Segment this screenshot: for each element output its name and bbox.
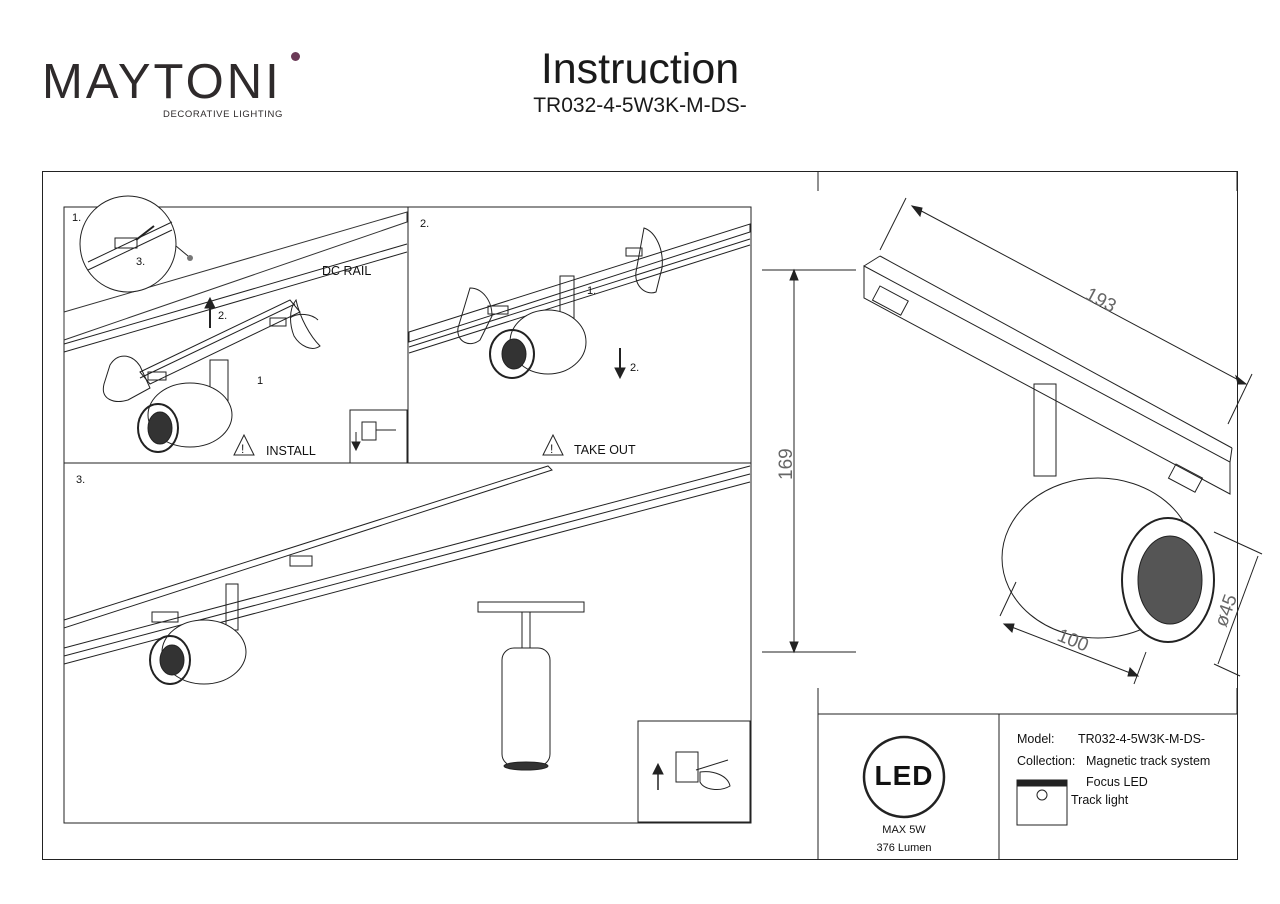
collection-label: Collection: xyxy=(1017,754,1076,768)
dc-rail-label: DC RAIL xyxy=(322,264,372,278)
warning-exclamation-install: ! xyxy=(241,442,244,456)
brand-logo: MAYTONI xyxy=(42,55,282,109)
step1-callout-2: 2. xyxy=(218,310,228,322)
step3-drawing xyxy=(63,465,751,771)
dimension-drawing xyxy=(762,197,1263,685)
warning-exclamation-takeout: ! xyxy=(550,442,553,456)
warning-icon-install xyxy=(233,433,255,456)
dimension-diameter: ø45 xyxy=(1211,592,1242,630)
type-value: Track light xyxy=(1071,793,1129,807)
led-power: MAX 5W xyxy=(882,824,926,836)
step2-callout-2: 2. xyxy=(630,362,640,374)
led-badge-circle xyxy=(862,735,946,819)
brand-logo-dot xyxy=(291,52,300,61)
detail-magnifier xyxy=(79,195,177,293)
install-label: INSTALL xyxy=(266,444,316,458)
front-view-rail xyxy=(477,601,585,613)
hand-switch-icon-box-1 xyxy=(349,409,408,464)
hand-switch-icon-box-2 xyxy=(637,720,751,823)
dimension-height: 169 xyxy=(776,448,797,480)
takeout-label: TAKE OUT xyxy=(574,443,636,457)
page-title: Instruction xyxy=(540,45,740,93)
step3-number: 3. xyxy=(76,474,86,486)
led-lumen: 376 Lumen xyxy=(876,842,932,854)
warning-icon-takeout xyxy=(542,433,564,456)
step1-drawing xyxy=(63,195,408,453)
step1-callout-3: 3. xyxy=(136,256,146,268)
collection-value-2: Focus LED xyxy=(1086,775,1148,789)
model-label: Model: xyxy=(1017,732,1055,746)
track-light-icon xyxy=(1016,779,1068,826)
step1-number: 1. xyxy=(72,212,82,224)
step2-drawing xyxy=(408,223,751,380)
led-badge-label: LED xyxy=(874,760,934,791)
page-subtitle: TR032-4-5W3K-M-DS- xyxy=(533,94,747,117)
collection-value: Magnetic track system xyxy=(1086,754,1211,768)
brand-tagline: DECORATIVE LIGHTING xyxy=(163,109,283,120)
step2-callout-1: 1. xyxy=(587,285,597,297)
step2-number: 2. xyxy=(420,218,430,230)
model-value: TR032-4-5W3K-M-DS- xyxy=(1078,732,1206,746)
dimension-length: 193 xyxy=(1082,284,1120,317)
step1-callout-1: 1 xyxy=(257,375,264,387)
instruction-frame xyxy=(42,171,1238,860)
